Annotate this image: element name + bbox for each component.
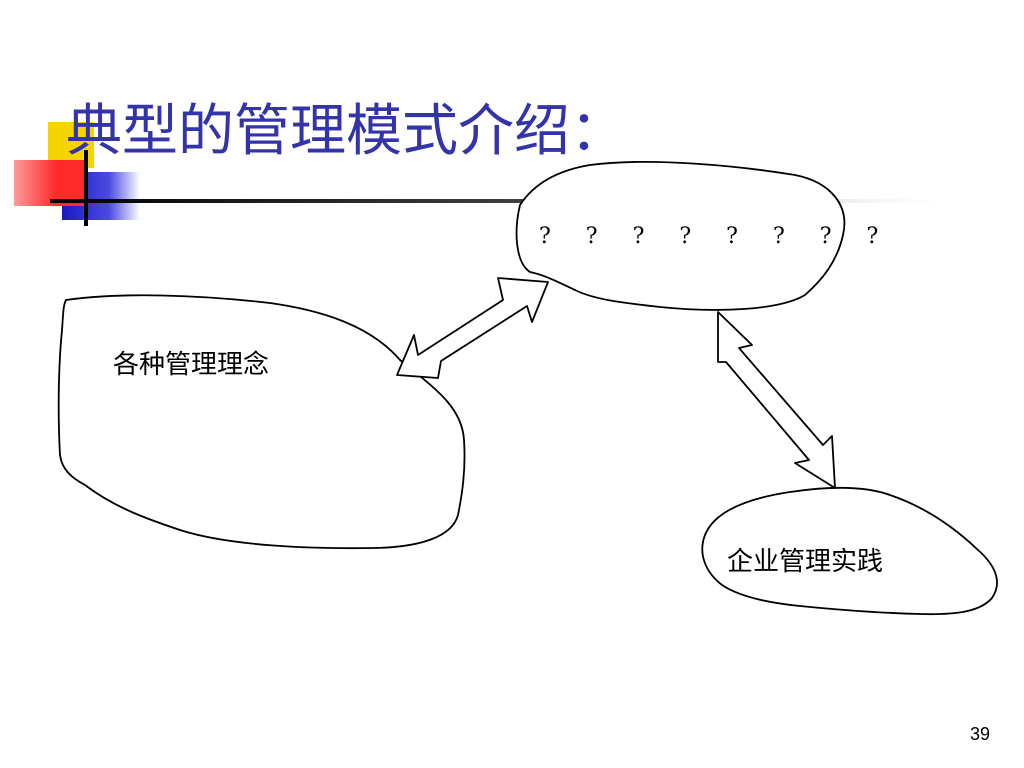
accent-cross-vertical xyxy=(84,150,88,226)
left-node-label: 各种管理理念 xyxy=(113,350,270,380)
bottom-right-node-label: 企业管理实践 xyxy=(727,547,884,577)
red-accent-square xyxy=(14,160,84,206)
double-arrow-left-top xyxy=(396,277,549,379)
double-arrow-top-bottom xyxy=(717,311,836,489)
bottom-right-cloud-node xyxy=(701,486,998,616)
left-cloud-node xyxy=(57,294,466,550)
page-number: 39 xyxy=(969,724,990,744)
slide-title: 典型的管理模式介绍： xyxy=(66,99,626,164)
top-cloud-node xyxy=(515,161,846,311)
title-divider-line xyxy=(50,199,970,203)
top-node-label: ? ? ? ? ? ? ? ? xyxy=(539,224,893,249)
